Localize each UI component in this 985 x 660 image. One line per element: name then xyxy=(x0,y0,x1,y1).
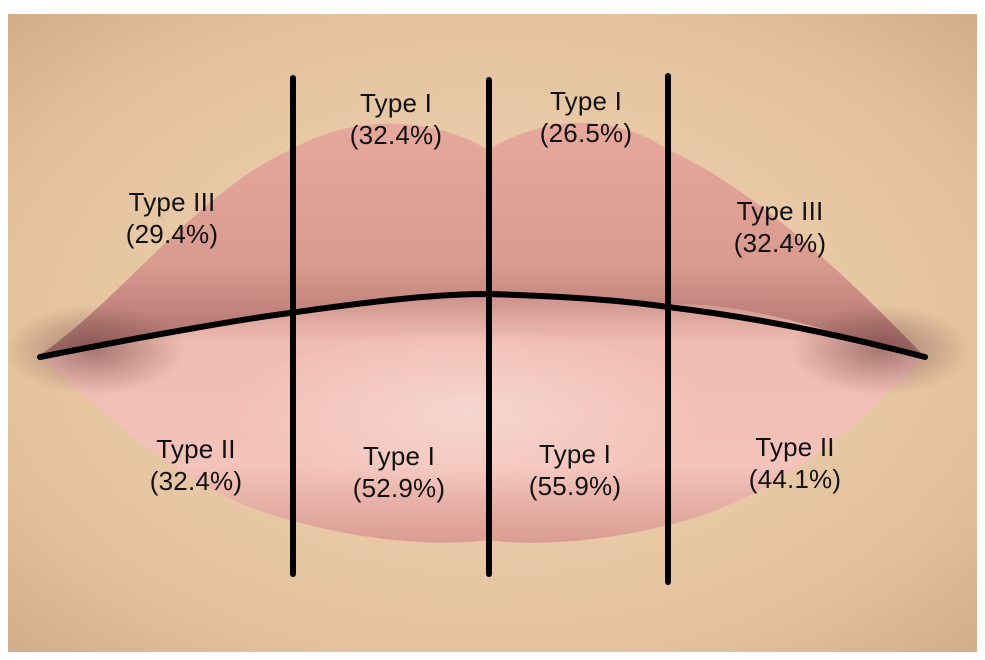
zone-percent: (52.9%) xyxy=(309,472,489,504)
zone-percent: (32.4%) xyxy=(690,227,870,259)
zone-type: Type III xyxy=(82,186,262,218)
zone-label-upper-right: Type III (32.4%) xyxy=(690,195,870,259)
zone-percent: (55.9%) xyxy=(485,470,665,502)
zone-percent: (29.4%) xyxy=(82,218,262,250)
zone-label-upper-center-left: Type I (32.4%) xyxy=(306,87,486,151)
left-corner-shadow xyxy=(5,305,185,395)
zone-label-lower-center-left: Type I (52.9%) xyxy=(309,440,489,504)
zone-label-lower-left: Type II (32.4%) xyxy=(106,433,286,497)
zone-percent: (32.4%) xyxy=(106,465,286,497)
zone-type: Type I xyxy=(496,85,676,117)
zone-label-upper-left: Type III (29.4%) xyxy=(82,186,262,250)
zone-type: Type II xyxy=(106,433,286,465)
zone-label-upper-center-right: Type I (26.5%) xyxy=(496,85,676,149)
zone-label-lower-right: Type II (44.1%) xyxy=(705,431,885,495)
zone-percent: (32.4%) xyxy=(306,119,486,151)
zone-type: Type II xyxy=(705,431,885,463)
zone-type: Type III xyxy=(690,195,870,227)
zone-label-lower-center-right: Type I (55.9%) xyxy=(485,438,665,502)
zone-percent: (26.5%) xyxy=(496,117,676,149)
zone-percent: (44.1%) xyxy=(705,463,885,495)
right-corner-shadow xyxy=(790,305,970,395)
zone-type: Type I xyxy=(309,440,489,472)
zone-type: Type I xyxy=(306,87,486,119)
zone-type: Type I xyxy=(485,438,665,470)
